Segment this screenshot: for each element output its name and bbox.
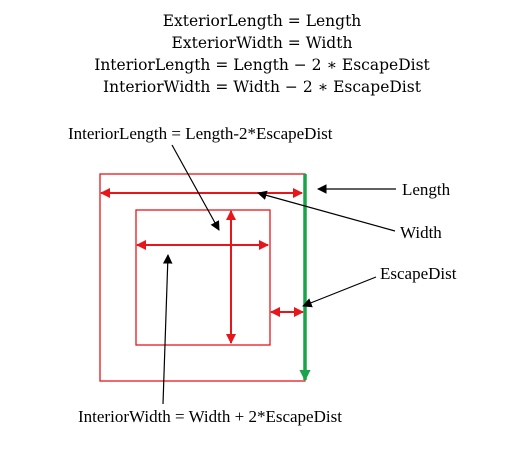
interior-length-label: InteriorLength = Length-2*EscapeDist bbox=[68, 124, 333, 143]
formula-interior-width: InteriorWidth = Width − 2 ∗ EscapeDist bbox=[103, 78, 421, 96]
width-label: Width bbox=[400, 223, 442, 242]
length-label: Length bbox=[402, 180, 451, 199]
formula-block: ExteriorLength = Length ExteriorWidth = … bbox=[0, 10, 524, 98]
escape-dist-label: EscapeDist bbox=[380, 264, 457, 283]
formula-exterior-length: ExteriorLength = Length bbox=[162, 12, 362, 30]
pointer-escape-dist bbox=[302, 276, 377, 308]
pointer-width bbox=[257, 190, 396, 232]
interior-width-label: InteriorWidth = Width + 2*EscapeDist bbox=[78, 407, 342, 426]
pointer-interior-width bbox=[162, 254, 173, 405]
pointer-interior-length bbox=[171, 144, 220, 231]
formula-exterior-width: ExteriorWidth = Width bbox=[171, 34, 353, 52]
exterior-rectangle bbox=[99, 173, 306, 382]
interior-rectangle bbox=[135, 209, 271, 346]
formula-interior-length: InteriorLength = Length − 2 ∗ EscapeDist bbox=[94, 56, 430, 74]
